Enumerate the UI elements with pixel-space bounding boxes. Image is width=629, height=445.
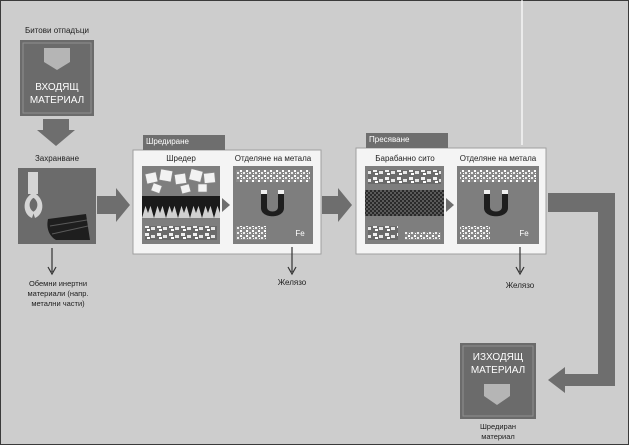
fe-symbol-2: Fe xyxy=(519,229,529,238)
down-arrow-to-feed xyxy=(37,119,75,146)
drum-screen-title: Барабанно сито xyxy=(375,154,435,163)
metal-separation-title-1: Отделяне на метала xyxy=(234,154,312,163)
shredding-stage-panel xyxy=(132,135,322,255)
feed-title: Захранване xyxy=(34,154,80,163)
input-material-block xyxy=(20,40,94,116)
stage-label-shredding: Шредиране xyxy=(146,137,189,146)
arrow-down-iron-1 xyxy=(287,247,297,276)
feed-block xyxy=(18,168,96,244)
bulky-output-line-2: материали (напр. xyxy=(27,289,89,298)
output-block-line-2: МАТЕРИАЛ xyxy=(470,365,526,376)
bulky-output-line-1: Обемни инертни xyxy=(28,279,88,288)
shredder-title: Шредер xyxy=(166,154,196,163)
fe-symbol-1: Fe xyxy=(295,229,305,238)
screening-stage-panel xyxy=(355,133,547,255)
iron-output-2: Желязо xyxy=(505,281,535,290)
input-block-line-1: ВХОДЯЩ xyxy=(35,82,79,93)
input-block-line-2: МАТЕРИАЛ xyxy=(29,95,85,106)
stage-label-screening: Пресяване xyxy=(369,135,410,144)
arrow-down-bulky-output xyxy=(47,248,57,276)
metal-separation-title-2: Отделяне на метала xyxy=(459,154,537,163)
iron-output-1: Желязо xyxy=(277,278,307,287)
arrow-shredding-to-screening xyxy=(322,188,352,222)
output-material-block xyxy=(460,343,536,419)
arrow-to-output xyxy=(548,193,615,393)
arrow-feed-to-shredding xyxy=(97,188,130,222)
input-title: Битови отпадъци xyxy=(25,26,89,35)
bulky-output-line-3: метални части) xyxy=(31,299,85,308)
output-title-line-1: Шредиран xyxy=(479,422,517,431)
output-block-line-1: ИЗХОДЯЩ xyxy=(472,352,524,363)
arrow-down-iron-2 xyxy=(515,247,525,276)
output-title-line-2: материал xyxy=(481,432,515,441)
